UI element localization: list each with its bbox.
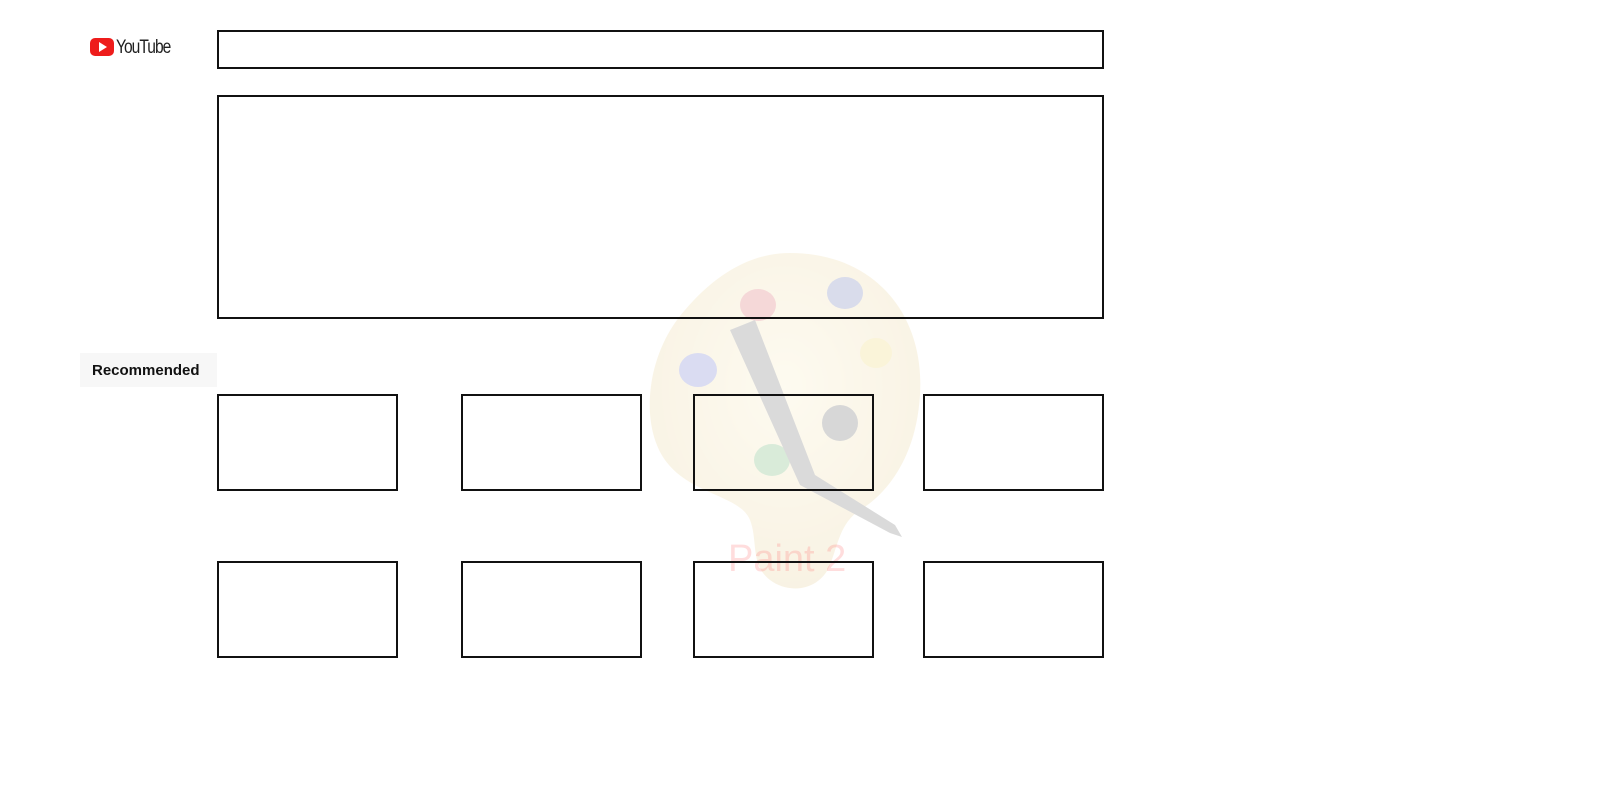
recommended-video-thumbnail[interactable] bbox=[923, 394, 1104, 491]
recommended-video-thumbnail[interactable] bbox=[461, 561, 642, 658]
video-player[interactable] bbox=[217, 95, 1104, 319]
recommended-video-thumbnail[interactable] bbox=[693, 394, 874, 491]
recommended-heading: Recommended bbox=[80, 353, 217, 387]
youtube-play-icon bbox=[90, 38, 114, 56]
recommended-video-thumbnail[interactable] bbox=[217, 394, 398, 491]
recommended-video-thumbnail[interactable] bbox=[693, 561, 874, 658]
recommended-video-thumbnail[interactable] bbox=[217, 561, 398, 658]
youtube-logo[interactable]: YouTube bbox=[90, 34, 182, 60]
recommended-video-thumbnail[interactable] bbox=[923, 561, 1104, 658]
search-input[interactable] bbox=[217, 30, 1104, 69]
recommended-video-thumbnail[interactable] bbox=[461, 394, 642, 491]
logo-text: YouTube bbox=[116, 36, 171, 58]
